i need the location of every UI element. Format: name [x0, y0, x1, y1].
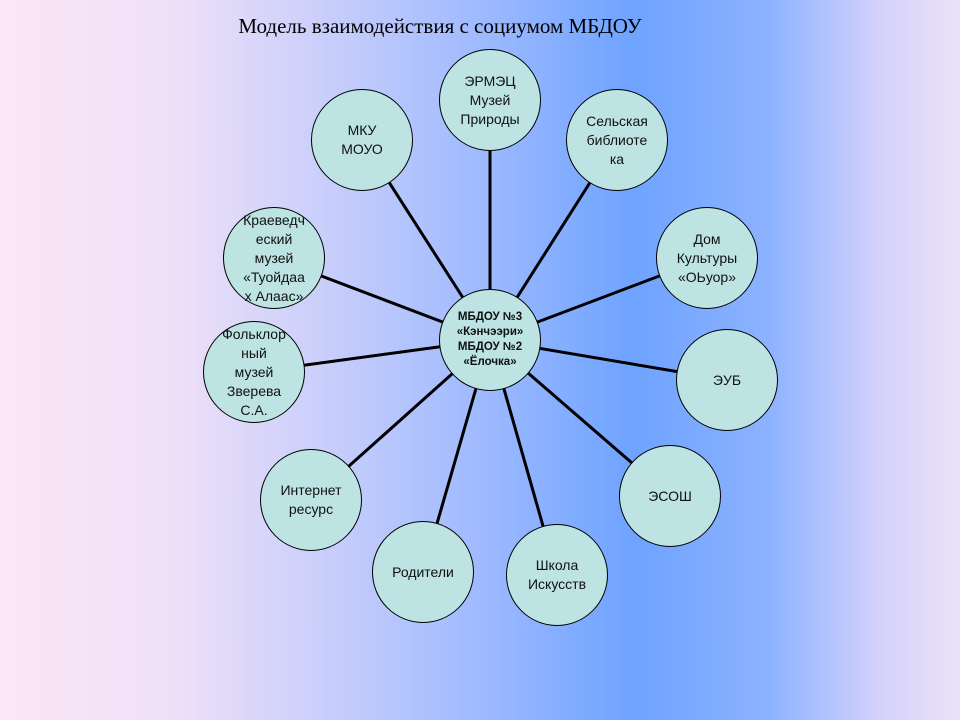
node-ermec-museum: ЭРМЭЦ Музей Природы: [439, 49, 541, 151]
node-esosh: ЭСОШ: [619, 445, 721, 547]
node-art-school: Школа Искусств: [506, 524, 608, 626]
node-folklore-museum: Фольклор ный музей Зверева С.А.: [203, 321, 305, 423]
node-local-history-museum: Краеведч еский музей «Туойдаа х Алаас»: [223, 207, 325, 309]
node-mku-mouo: МКУ МОУО: [311, 89, 413, 191]
diagram-title: Модель взаимодействия с социумом МБДОУ: [238, 14, 642, 38]
node-internet-resource: Интернет ресурс: [260, 449, 362, 551]
node-rural-library: Сельская библиоте ка: [566, 89, 668, 191]
node-eub: ЭУБ: [676, 329, 778, 431]
node-culture-house: Дом Культуры «ОЬуор»: [656, 207, 758, 309]
node-parents: Родители: [372, 521, 474, 623]
center-node: МБДОУ №3 «Кэнчээри» МБДОУ №2 «Ёлочка»: [439, 289, 541, 391]
